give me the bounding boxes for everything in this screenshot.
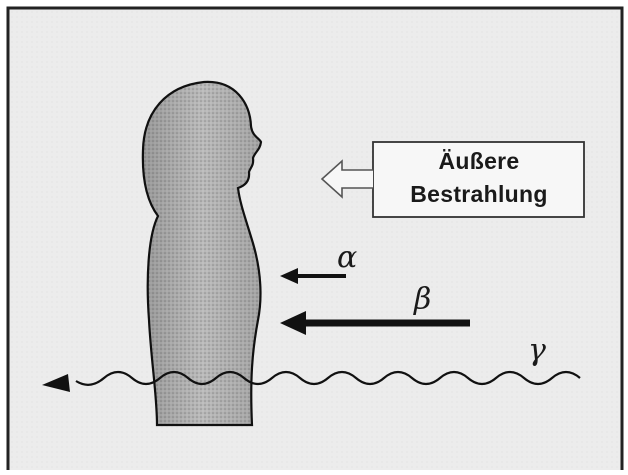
beta-label: β [414, 282, 431, 317]
label-line-1: Äußere [374, 148, 584, 175]
panel-background [8, 8, 622, 470]
gamma-label: γ [528, 333, 546, 368]
human-silhouette [143, 82, 261, 425]
alpha-label: α [337, 240, 357, 275]
label-line-2: Bestrahlung [374, 181, 584, 208]
